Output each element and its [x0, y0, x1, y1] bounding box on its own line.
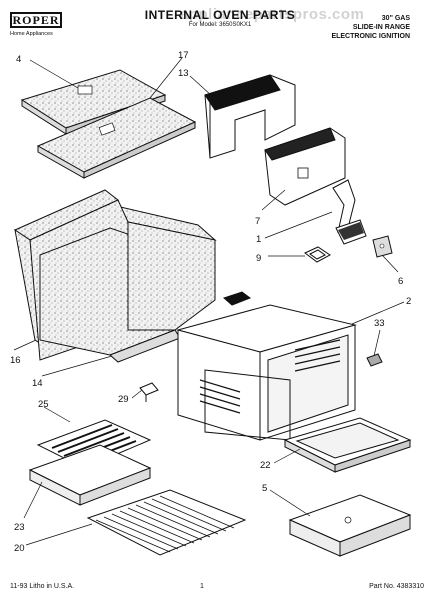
range-spec: 30" GAS SLIDE-IN RANGE ELECTRONIC IGNITI…: [331, 14, 410, 41]
part-20-oven-rack: [86, 489, 247, 556]
part-number: Part No. 4383310: [369, 583, 424, 590]
callout-1: 1: [256, 234, 261, 245]
callout-25: 25: [38, 399, 49, 410]
spec-line-3: ELECTRONIC IGNITION: [331, 33, 410, 40]
callout-7: 7: [255, 216, 260, 227]
callout-29: 29: [118, 394, 129, 405]
part-23-broiler-pan: [28, 444, 152, 506]
model-number: For Model: 3650S0KX1: [188, 22, 252, 28]
callout-numbers: 4 17 13 7 1 9 6 2 33 16 14 29 25 22 5 23…: [10, 50, 411, 554]
callout-16: 16: [10, 355, 21, 366]
part-5-burner-box: [288, 494, 412, 557]
callout-6: 6: [398, 276, 403, 287]
callout-4: 4: [16, 54, 21, 65]
part-9-gasket: [304, 246, 331, 263]
callout-13: 13: [178, 68, 189, 79]
part-14-rear-insulation: [29, 199, 216, 363]
brand-logo: ROPER: [10, 12, 62, 28]
spec-line-1: 30" GAS: [381, 15, 410, 22]
spec-line-2: SLIDE-IN RANGE: [352, 24, 410, 31]
part-13-vent-duct: [204, 74, 296, 159]
part-1-burner-bracket: [332, 179, 367, 245]
watermark: appliancepartspros.com: [180, 6, 365, 23]
print-date: 11-93 Litho in U.S.A.: [10, 583, 75, 590]
callout-33: 33: [374, 318, 385, 329]
callout-17: 17: [178, 50, 189, 61]
callout-14: 14: [32, 378, 43, 389]
brand-subtitle: Home Appliances: [10, 31, 53, 37]
callout-20: 20: [14, 543, 25, 554]
part-2-oven-liner: [176, 291, 357, 441]
part-29-bracket: [139, 382, 159, 402]
part-6-cover-plate: [372, 235, 393, 258]
callout-5: 5: [262, 483, 267, 494]
part-7-oven-vent-baffle: [264, 127, 346, 206]
part-17-insulation-blanket: [36, 97, 197, 179]
callout-2: 2: [406, 296, 411, 307]
leader-lines: [13, 57, 405, 546]
page-number: 1: [200, 583, 204, 590]
callout-9: 9: [256, 253, 261, 264]
callout-23: 23: [14, 522, 25, 533]
part-22-oven-bottom: [283, 417, 412, 473]
brand-name: ROPER: [12, 12, 60, 27]
callout-22: 22: [260, 460, 271, 471]
part-33-clip: [366, 353, 383, 367]
diagram-title: INTERNAL OVEN PARTS: [144, 8, 296, 22]
